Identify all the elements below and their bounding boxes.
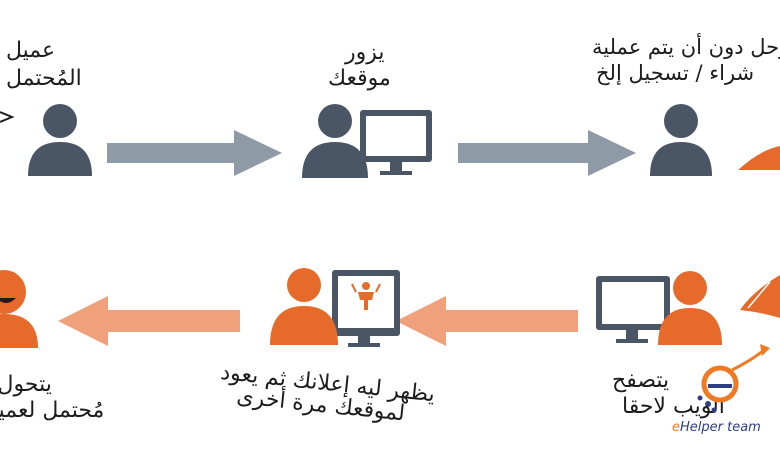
step-visit-line1: يزور — [345, 40, 385, 65]
brand-name: eHelper team — [672, 420, 761, 435]
arrow-left-1 — [396, 296, 578, 346]
step-leave-line2: شراء / تسجيل إلخ — [596, 61, 755, 85]
retarget-person-icon — [270, 268, 338, 345]
brand-name-e: e — [672, 420, 680, 435]
arrow-right-1 — [107, 130, 282, 176]
step-browse-line1: يتصفح — [612, 368, 670, 393]
step-visit-line2: موقعك — [328, 66, 391, 91]
brand-name-rest: Helper team — [680, 420, 761, 435]
step-convert-line1: يتحول من — [0, 372, 52, 397]
leave-swoosh-icon — [738, 146, 780, 170]
browse-person-icon — [658, 271, 722, 345]
step-visitor-line2: المُحتمل — [6, 66, 82, 91]
small-arrow-icon — [0, 111, 15, 123]
brand-logo-icon — [697, 344, 770, 413]
arrow-left-2 — [58, 296, 240, 346]
converted-person-icon — [0, 270, 38, 348]
step-visitor-line1: عميل — [6, 38, 56, 63]
ad-figure-icon — [351, 282, 381, 310]
arrow-right-2 — [458, 130, 636, 176]
browse-monitor-icon — [596, 276, 670, 343]
visit-person-icon — [302, 104, 368, 178]
step-convert-line2: مُحتمل لعميل — [0, 398, 105, 423]
leave-person-icon — [650, 104, 712, 176]
step-leave-line1: يرحل دون أن يتم عملية — [592, 35, 780, 59]
visit-monitor-icon — [360, 110, 432, 175]
edge-swoosh-icon — [740, 275, 780, 318]
smile-icon — [0, 298, 16, 303]
visitor-person-icon — [28, 104, 92, 176]
